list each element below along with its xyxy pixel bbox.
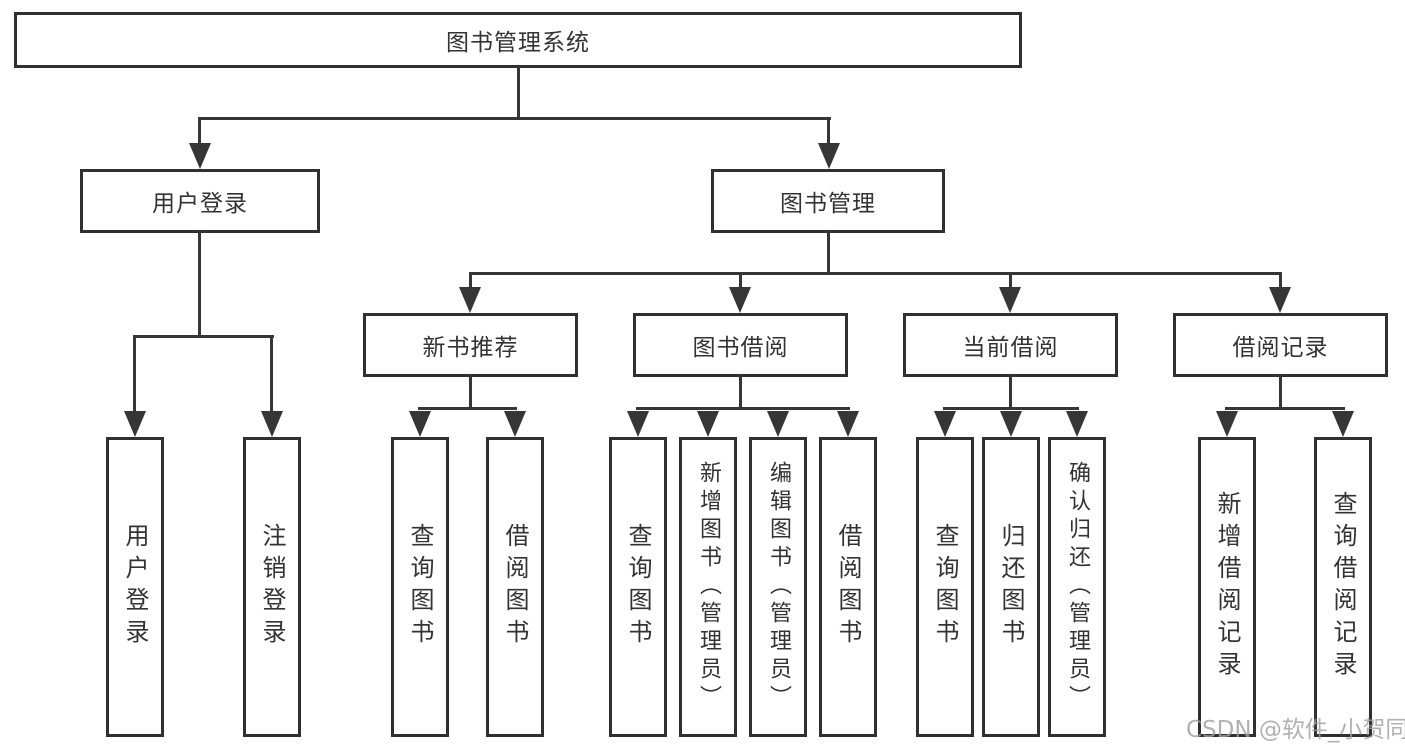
arrow-down-icon [1216, 411, 1238, 437]
leaf-borrow-books-recommend: 借阅图书 [486, 437, 544, 737]
connector-group-down [1009, 374, 1012, 410]
leaf-user-login: 用户登录 [106, 437, 164, 737]
connector-user-login-rail [133, 335, 274, 338]
connector-leaf-stem [270, 335, 273, 413]
arrow-down-icon [1066, 411, 1088, 437]
node-root-label: 图书管理系统 [446, 30, 590, 56]
leaf-add-borrow-record: 新增借阅记录 [1198, 437, 1256, 737]
arrow-down-icon [1269, 287, 1291, 313]
connector-leaf-stem [133, 335, 136, 413]
arrow-down-icon [124, 411, 146, 437]
leaf-confirm-return-admin: 确认归还（管理员） [1048, 437, 1106, 737]
node-borrowing-records: 借阅记录 [1173, 313, 1388, 377]
leaf-user-login-label: 用户登录 [121, 523, 149, 651]
arrow-down-icon [261, 411, 283, 437]
arrow-down-icon [627, 411, 649, 437]
connector-group-down [739, 374, 742, 410]
leaf-query-books-label: 查询图书 [931, 523, 959, 651]
connector-leaf-stem [1009, 272, 1012, 288]
leaf-add-borrow-record-label: 新增借阅记录 [1213, 491, 1241, 683]
arrow-down-icon [767, 411, 789, 437]
node-new-book-recommendation-label: 新书推荐 [422, 335, 519, 361]
leaf-add-book-admin: 新增图书（管理员） [679, 437, 737, 737]
leaf-query-books-label: 查询图书 [624, 523, 652, 651]
arrow-down-icon [934, 411, 956, 437]
watermark-text: CSDN @软件_小贺同学 [1186, 717, 1405, 743]
leaf-return-book: 归还图书 [982, 437, 1040, 737]
node-root: 图书管理系统 [14, 12, 1022, 68]
arrow-down-icon [999, 287, 1021, 313]
connector-group-rail [636, 407, 850, 410]
arrow-down-icon [459, 287, 481, 313]
node-user-login-label: 用户登录 [152, 191, 248, 217]
arrow-down-icon [409, 411, 431, 437]
leaf-query-books-borrowing: 查询图书 [609, 437, 667, 737]
node-book-management: 图书管理 [711, 169, 945, 233]
node-current-borrowing-label: 当前借阅 [962, 335, 1059, 361]
connector-group-down [1279, 374, 1282, 410]
node-user-login: 用户登录 [80, 169, 320, 233]
arrow-down-icon [818, 143, 840, 169]
node-book-borrowing-label: 图书借阅 [692, 335, 789, 361]
connector-leaf-stem [739, 272, 742, 288]
leaf-confirm-return-admin-label: 确认归还（管理员） [1065, 461, 1090, 713]
leaf-edit-book-admin-label: 编辑图书（管理员） [766, 461, 791, 713]
connector-leaf-stem [1279, 272, 1282, 288]
connector-group-rail [418, 407, 517, 410]
leaf-logout: 注销登录 [243, 437, 301, 737]
leaf-query-borrow-record-label: 查询借阅记录 [1329, 491, 1357, 683]
leaf-query-books-label: 查询图书 [406, 523, 434, 651]
connector-user-login-stem [198, 117, 201, 145]
leaf-return-book-label: 归还图书 [997, 523, 1025, 651]
node-borrowing-records-label: 借阅记录 [1232, 335, 1329, 361]
leaf-borrow-books-label: 借阅图书 [834, 523, 862, 651]
leaf-logout-label: 注销登录 [258, 523, 286, 651]
leaf-query-books-current: 查询图书 [916, 437, 974, 737]
leaf-query-borrow-record: 查询借阅记录 [1314, 437, 1372, 737]
node-new-book-recommendation: 新书推荐 [363, 313, 578, 377]
node-book-borrowing: 图书借阅 [633, 313, 848, 377]
connector-level3-rail [469, 272, 1282, 275]
connector-group-rail [943, 407, 1079, 410]
arrow-down-icon [697, 411, 719, 437]
leaf-edit-book-admin: 编辑图书（管理员） [749, 437, 807, 737]
connector-level2-rail [198, 117, 831, 120]
arrow-down-icon [729, 287, 751, 313]
arrow-down-icon [837, 411, 859, 437]
connector-group-down [469, 374, 472, 410]
connector-leaf-stem [469, 272, 472, 288]
leaf-borrow-books-borrowing: 借阅图书 [819, 437, 877, 737]
arrow-down-icon [1000, 411, 1022, 437]
node-current-borrowing: 当前借阅 [903, 313, 1118, 377]
leaf-add-book-admin-label: 新增图书（管理员） [696, 461, 721, 713]
leaf-borrow-books-label: 借阅图书 [501, 523, 529, 651]
connector-user-login-down [198, 231, 201, 337]
connector-root-stem [517, 66, 520, 119]
arrow-down-icon [1332, 411, 1354, 437]
connector-group-rail [1225, 407, 1345, 410]
arrow-down-icon [504, 411, 526, 437]
connector-book-management-down [827, 231, 830, 274]
arrow-down-icon [189, 143, 211, 169]
node-book-management-label: 图书管理 [780, 191, 876, 217]
connector-book-management-stem [827, 117, 830, 145]
leaf-query-books-recommend: 查询图书 [391, 437, 449, 737]
